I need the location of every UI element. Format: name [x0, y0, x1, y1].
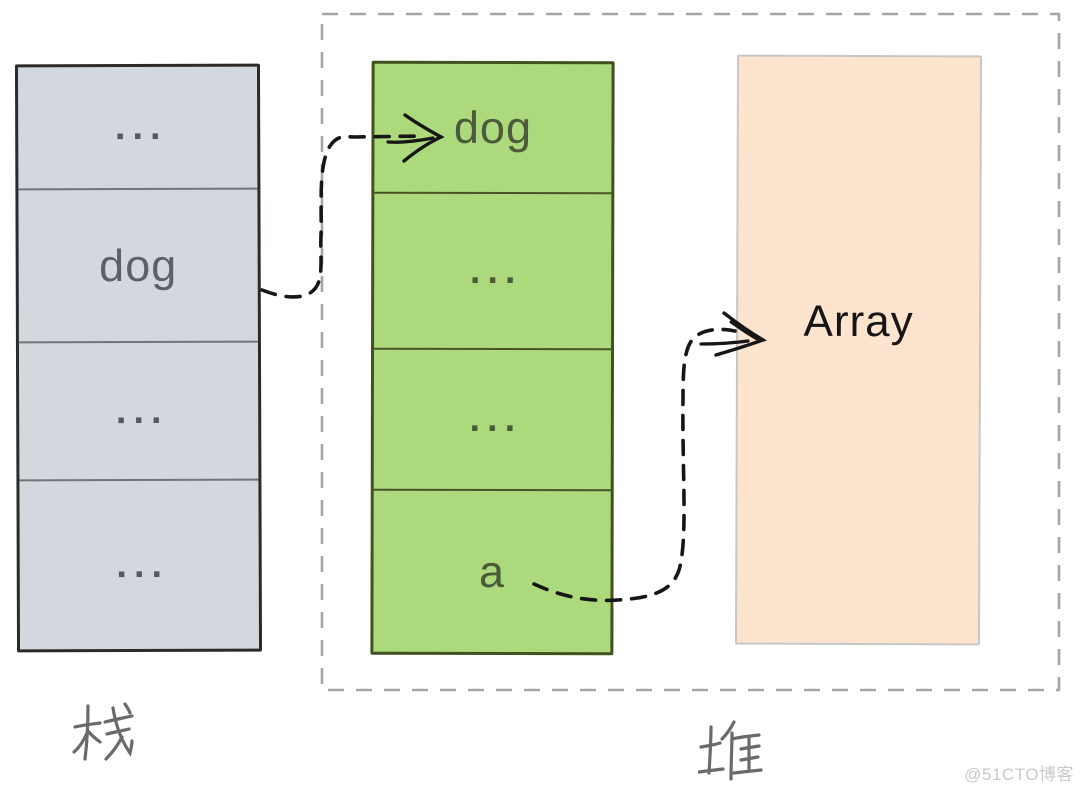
- stack-cell-text: dog: [99, 239, 178, 291]
- heap-cell: ...: [373, 349, 612, 492]
- stack-cell: ...: [18, 342, 259, 482]
- stack-cell: ...: [19, 481, 259, 650]
- heap-cell-text: ...: [469, 397, 523, 441]
- heap-cell-a: a: [373, 491, 610, 652]
- heap-cell-dog: dog: [374, 63, 612, 195]
- stack-cell-text: ...: [116, 543, 170, 586]
- heap-cell-text: dog: [453, 101, 533, 154]
- watermark: @51CTO博客: [964, 765, 1074, 784]
- heap-array-box: Array: [734, 54, 983, 646]
- heap-cell-text: a: [478, 545, 506, 597]
- stack-cell: ...: [17, 66, 258, 191]
- array-box-label: Array: [803, 296, 914, 347]
- stack-label-handwriting-icon: [72, 702, 134, 761]
- stack-box: ... dog ... ...: [14, 63, 263, 653]
- stack-cell-text: ...: [115, 389, 169, 432]
- heap-label: 堆: [697, 718, 764, 786]
- heap-cell: ...: [374, 193, 612, 351]
- stack-cell-text: ...: [114, 105, 168, 149]
- stack-cell-dog: dog: [18, 189, 258, 344]
- heap-cell-text: ...: [469, 249, 523, 292]
- heap-label-handwriting-icon: [697, 720, 763, 781]
- heap-green-box: dog ... ... a: [370, 60, 615, 656]
- stack-label: 栈: [72, 700, 136, 766]
